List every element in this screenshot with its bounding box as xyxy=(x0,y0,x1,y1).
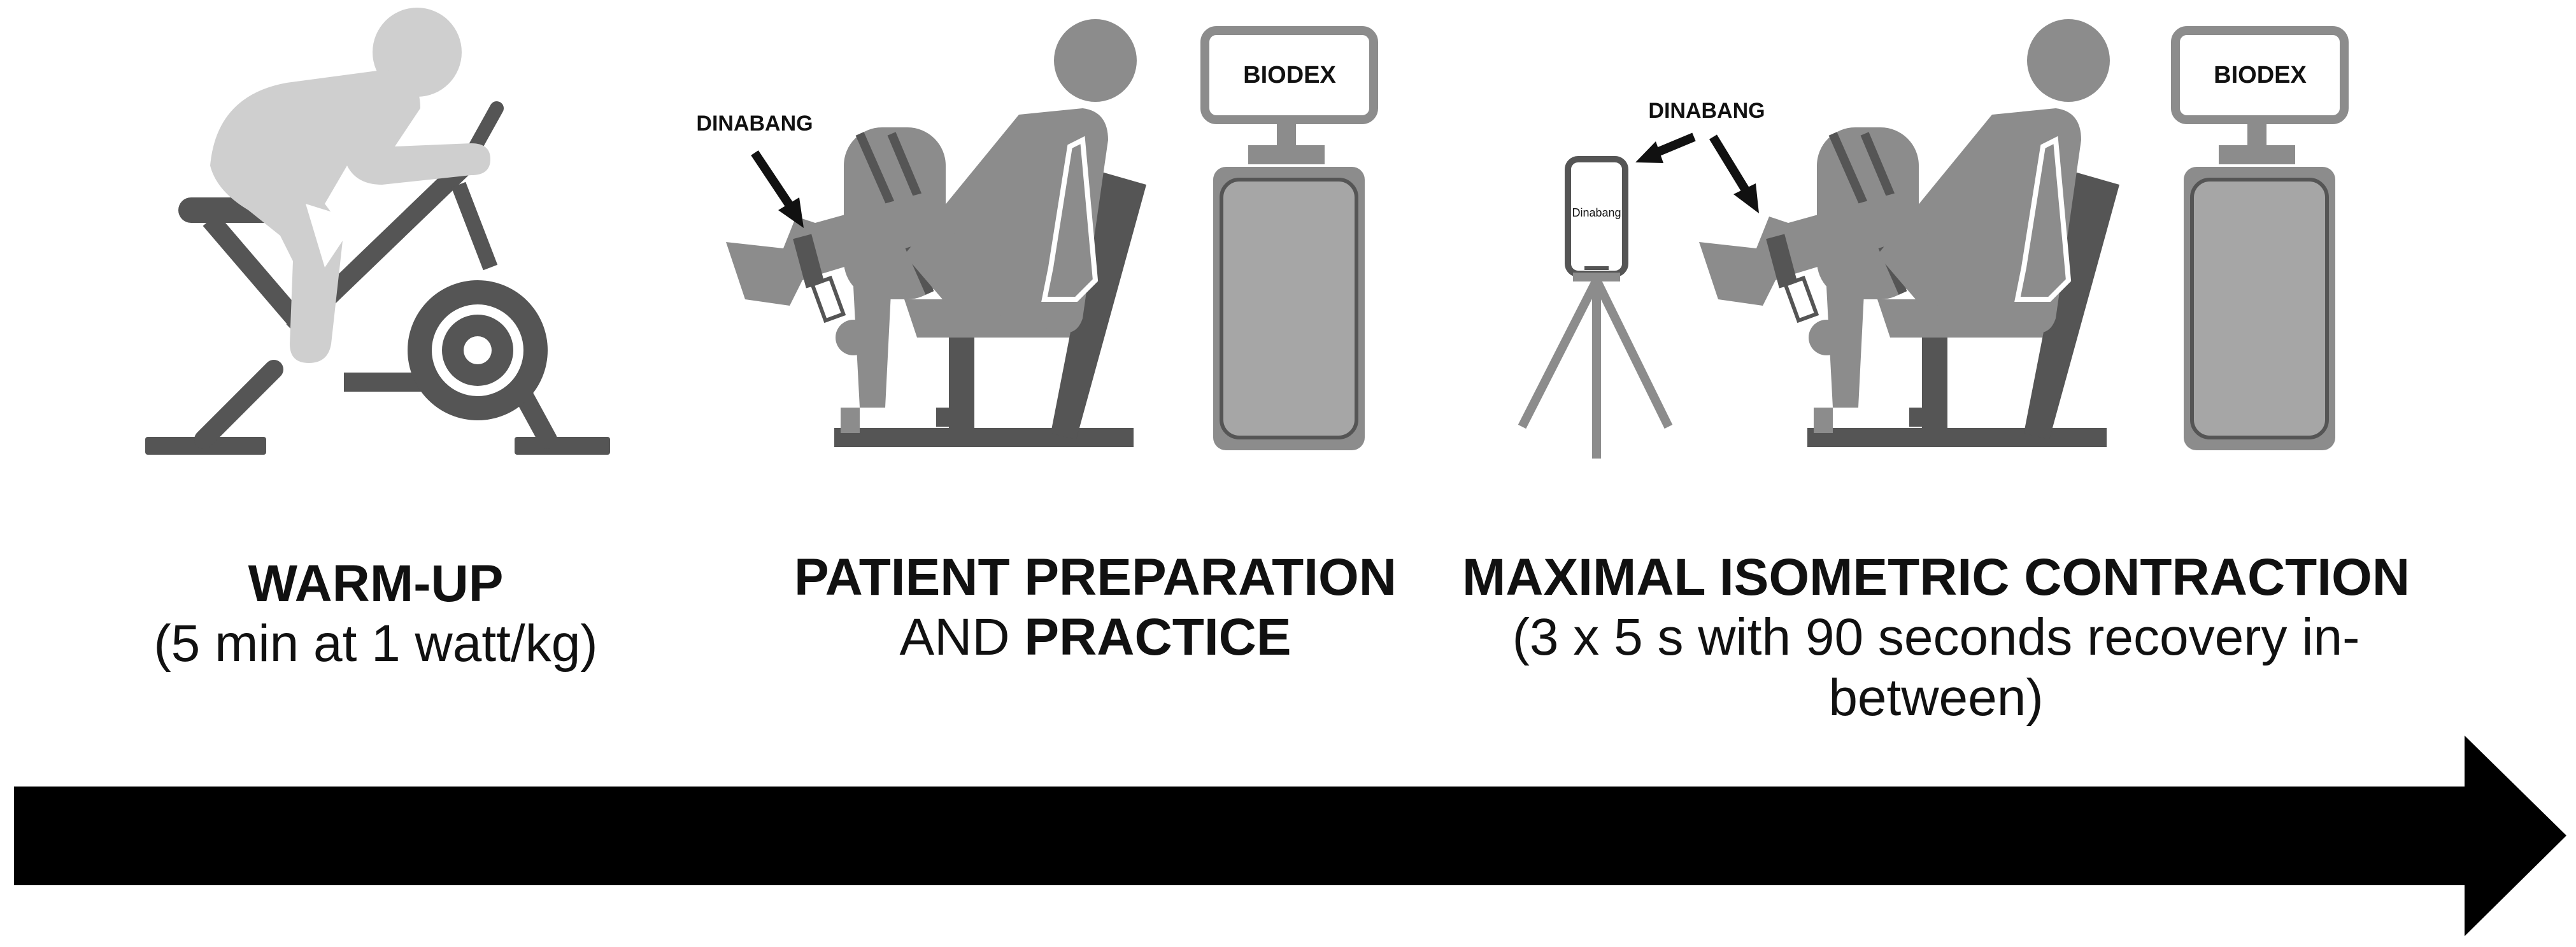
pointer-arrow-to-phone-icon xyxy=(1635,132,1696,163)
biodex-machine-icon xyxy=(1200,26,1378,450)
maximal-isometric-title: MAXIMAL ISOMETRIC CONTRACTION xyxy=(1462,548,2410,606)
practice-text: PRACTICE xyxy=(1024,608,1292,667)
phone-screen-label: Dinabang xyxy=(1572,206,1621,219)
patient-preparation-title-line2: AND PRACTICE xyxy=(777,608,1414,667)
seated-patient-icon-2 xyxy=(1699,19,2119,447)
warm-up-title: WARM-UP xyxy=(248,555,504,613)
pointer-arrow-to-leg-icon xyxy=(1709,134,1759,213)
patient-preparation-caption: PATIENT PREPARATION AND PRACTICE xyxy=(777,548,1414,668)
seated-patient-icon xyxy=(726,19,1146,447)
patient-preparation-title: PATIENT PREPARATION xyxy=(793,548,1397,606)
dinabang-pointer-label-2: DINABANG xyxy=(1648,99,1765,123)
and-text: AND xyxy=(899,608,1025,667)
biodex-machine-icon-2 xyxy=(2171,26,2349,450)
tripod-phone-icon xyxy=(1518,156,1673,459)
maximal-isometric-subtitle: (3 x 5 s with 90 seconds recovery in-bet… xyxy=(1512,608,2360,727)
pointer-arrow-icon xyxy=(751,150,804,228)
dinabang-pointer-label: DINABANG xyxy=(696,111,813,136)
exercise-bike-icon xyxy=(145,8,610,455)
biodex-label: BIODEX xyxy=(1243,62,1336,89)
warm-up-caption: WARM-UP (5 min at 1 watt/kg) xyxy=(121,554,630,674)
maximal-isometric-caption: MAXIMAL ISOMETRIC CONTRACTION (3 x 5 s w… xyxy=(1427,548,2445,728)
warm-up-subtitle: (5 min at 1 watt/kg) xyxy=(153,615,598,673)
biodex-label-2: BIODEX xyxy=(2214,62,2307,89)
timeline-arrow xyxy=(14,736,2566,936)
